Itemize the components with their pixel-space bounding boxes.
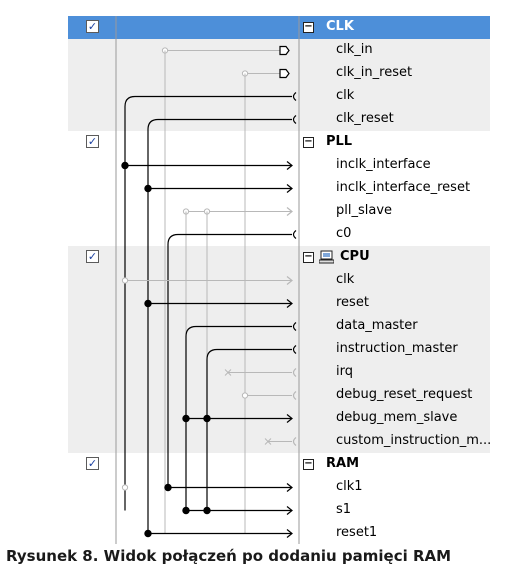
export-bracket-icon: [292, 345, 297, 354]
figure-caption: Rysunek 8. Widok połączeń po dodaniu pam…: [6, 547, 452, 565]
arrow-icon: [286, 207, 293, 216]
group-row-clk[interactable]: ✓ −CLK: [68, 16, 490, 39]
connection-dot[interactable]: [144, 184, 152, 193]
unconnected-mark-icon: [224, 369, 232, 376]
port-label: reset1: [336, 525, 378, 540]
port-row[interactable]: clk1: [68, 476, 490, 499]
connection-dot[interactable]: [144, 529, 152, 538]
wire-segment: [124, 95, 136, 107]
connection-dot[interactable]: [182, 506, 190, 515]
connection-dot[interactable]: [144, 299, 152, 308]
collapse-icon[interactable]: −: [303, 21, 314, 33]
export-bracket-icon: [292, 437, 297, 446]
group-row-ram[interactable]: ✓ −RAM: [68, 453, 490, 476]
export-bracket-icon: [292, 368, 297, 377]
use-checkbox[interactable]: ✓: [86, 457, 99, 470]
computer-icon: [319, 250, 334, 264]
group-label: RAM: [326, 456, 360, 471]
arrow-icon: [286, 276, 293, 285]
port-label: inclk_interface_reset: [336, 180, 471, 195]
connection-dot[interactable]: [203, 414, 211, 423]
port-label: reset: [336, 295, 369, 310]
connection-dot[interactable]: [121, 161, 129, 170]
export-bracket-icon: [292, 115, 297, 124]
port-label: irq: [336, 364, 353, 379]
arrow-icon: [286, 184, 293, 193]
group-label: PLL: [326, 134, 353, 149]
port-label: inclk_interface: [336, 157, 431, 172]
port-row[interactable]: c0: [68, 223, 490, 246]
group-row-cpu[interactable]: ✓ − CPU: [68, 246, 490, 269]
port-label: debug_reset_request: [336, 387, 473, 402]
exported-port-icon: [279, 68, 290, 79]
arrow-icon: [286, 506, 293, 515]
port-label: clk: [336, 88, 355, 103]
wire-segment: [147, 118, 159, 130]
group-label: CPU: [340, 249, 370, 264]
port-row[interactable]: s1: [68, 499, 490, 522]
connection-wires: [115, 16, 300, 544]
arrow-icon: [286, 529, 293, 538]
port-label: c0: [336, 226, 352, 241]
port-row[interactable]: inclk_interface_reset: [68, 177, 490, 200]
group-label: CLK: [326, 19, 354, 34]
port-label: data_master: [336, 318, 418, 333]
collapse-icon[interactable]: −: [303, 458, 314, 470]
open-connection-dot[interactable]: [121, 277, 129, 284]
port-label: clk_in_reset: [336, 65, 413, 80]
use-checkbox[interactable]: ✓: [86, 20, 99, 33]
wire-segment: [185, 325, 197, 337]
open-connection-dot[interactable]: [121, 484, 129, 491]
port-row[interactable]: pll_slave: [68, 200, 490, 223]
exported-port-icon: [279, 45, 290, 56]
port-label: clk_reset: [336, 111, 394, 126]
port-label: clk_in: [336, 42, 373, 57]
port-label: s1: [336, 502, 352, 517]
wire-segment: [206, 348, 218, 360]
arrow-icon: [286, 483, 293, 492]
connection-dot[interactable]: [203, 506, 211, 515]
port-label: instruction_master: [336, 341, 458, 356]
export-bracket-icon: [292, 322, 297, 331]
group-row-pll[interactable]: ✓ −PLL: [68, 131, 490, 154]
export-bracket-icon: [292, 230, 297, 239]
port-row[interactable]: inclk_interface: [68, 154, 490, 177]
open-connection-dot[interactable]: [241, 392, 249, 399]
collapse-icon[interactable]: −: [303, 136, 314, 148]
connection-dot[interactable]: [182, 414, 190, 423]
port-label: debug_mem_slave: [336, 410, 458, 425]
arrow-icon: [286, 414, 293, 423]
unconnected-mark-icon: [264, 438, 272, 445]
port-label: clk1: [336, 479, 363, 494]
export-bracket-icon: [292, 391, 297, 400]
port-label: custom_instruction_m...: [336, 433, 490, 448]
arrow-icon: [286, 299, 293, 308]
use-checkbox[interactable]: ✓: [86, 135, 99, 148]
wire-segment: [167, 233, 179, 245]
port-label: clk: [336, 272, 355, 287]
collapse-icon[interactable]: −: [303, 251, 314, 263]
port-label: pll_slave: [336, 203, 393, 218]
arrow-icon: [286, 161, 293, 170]
connection-dot[interactable]: [164, 483, 172, 492]
export-bracket-icon: [292, 92, 297, 101]
port-row[interactable]: reset1: [68, 522, 490, 544]
use-checkbox[interactable]: ✓: [86, 250, 99, 263]
